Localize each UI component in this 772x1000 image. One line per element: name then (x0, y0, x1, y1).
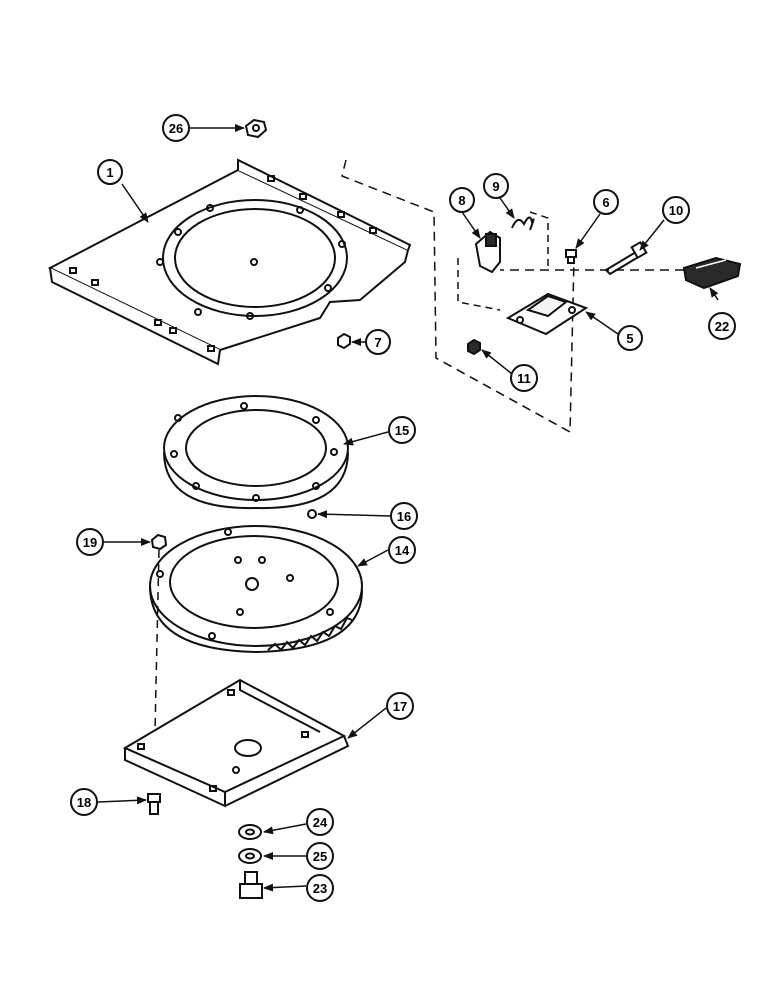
callout-14: 14 (388, 536, 416, 564)
callout-label-9: 9 (492, 179, 499, 194)
nut-19 (150, 533, 168, 551)
washer-25 (238, 848, 262, 864)
callout-19: 19 (76, 528, 104, 556)
callout-1: 1 (97, 159, 123, 185)
callout-10: 10 (662, 196, 690, 224)
callout-11: 11 (510, 364, 538, 392)
callout-26: 26 (162, 114, 190, 142)
callout-label-7: 7 (374, 335, 381, 350)
latch-bracket-5 (505, 292, 589, 336)
callout-label-1: 1 (106, 165, 113, 180)
handle-knob-22 (682, 256, 742, 290)
nut-7 (337, 332, 351, 350)
latch-sub-bracket (457, 211, 549, 311)
callout-24: 24 (306, 808, 334, 836)
nut-11 (467, 338, 481, 356)
callout-18: 18 (70, 788, 98, 816)
washer-24 (238, 824, 262, 840)
callout-label-15: 15 (395, 423, 409, 438)
callout-label-23: 23 (313, 881, 327, 896)
callout-5: 5 (617, 325, 643, 351)
callout-label-14: 14 (395, 543, 410, 558)
spring-9 (511, 216, 535, 231)
callout-label-6: 6 (602, 195, 609, 210)
callout-25: 25 (306, 842, 334, 870)
small-bolt-6 (565, 249, 577, 264)
bolt-18 (147, 793, 161, 815)
swivel-gear-plate (149, 525, 363, 654)
stud-bolt-23 (239, 871, 263, 899)
callout-16: 16 (390, 502, 418, 530)
callout-8: 8 (449, 187, 475, 213)
callout-label-8: 8 (458, 193, 465, 208)
leader-lines (97, 124, 719, 892)
callout-7: 7 (365, 329, 391, 355)
callout-15: 15 (388, 416, 416, 444)
callout-17: 17 (386, 692, 414, 720)
callout-23: 23 (306, 874, 334, 902)
callout-label-5: 5 (626, 331, 633, 346)
callout-label-10: 10 (669, 203, 683, 218)
callout-label-19: 19 (83, 535, 97, 550)
upper-seat-plate (47, 158, 412, 366)
long-bolt-10 (604, 240, 648, 276)
hex-nut-26 (244, 118, 268, 139)
callouts: 26 1 7 8 9 6 10 5 11 22 15 16 14 19 17 1… (70, 114, 736, 902)
callout-label-26: 26 (169, 121, 183, 136)
latch-lever-8 (474, 230, 501, 274)
base-plate (122, 678, 350, 808)
callout-label-17: 17 (393, 699, 407, 714)
callout-label-25: 25 (313, 849, 327, 864)
callout-22: 22 (708, 312, 736, 340)
callout-6: 6 (593, 189, 619, 215)
ball-bearing-16 (307, 509, 317, 519)
mounting-ring (163, 395, 349, 510)
callout-label-24: 24 (313, 815, 328, 830)
latch-assembly-bracket (341, 159, 575, 434)
callout-label-18: 18 (77, 795, 91, 810)
callout-label-11: 11 (517, 371, 531, 386)
callout-label-16: 16 (397, 509, 411, 524)
callout-label-22: 22 (715, 319, 729, 334)
callout-9: 9 (483, 173, 509, 199)
